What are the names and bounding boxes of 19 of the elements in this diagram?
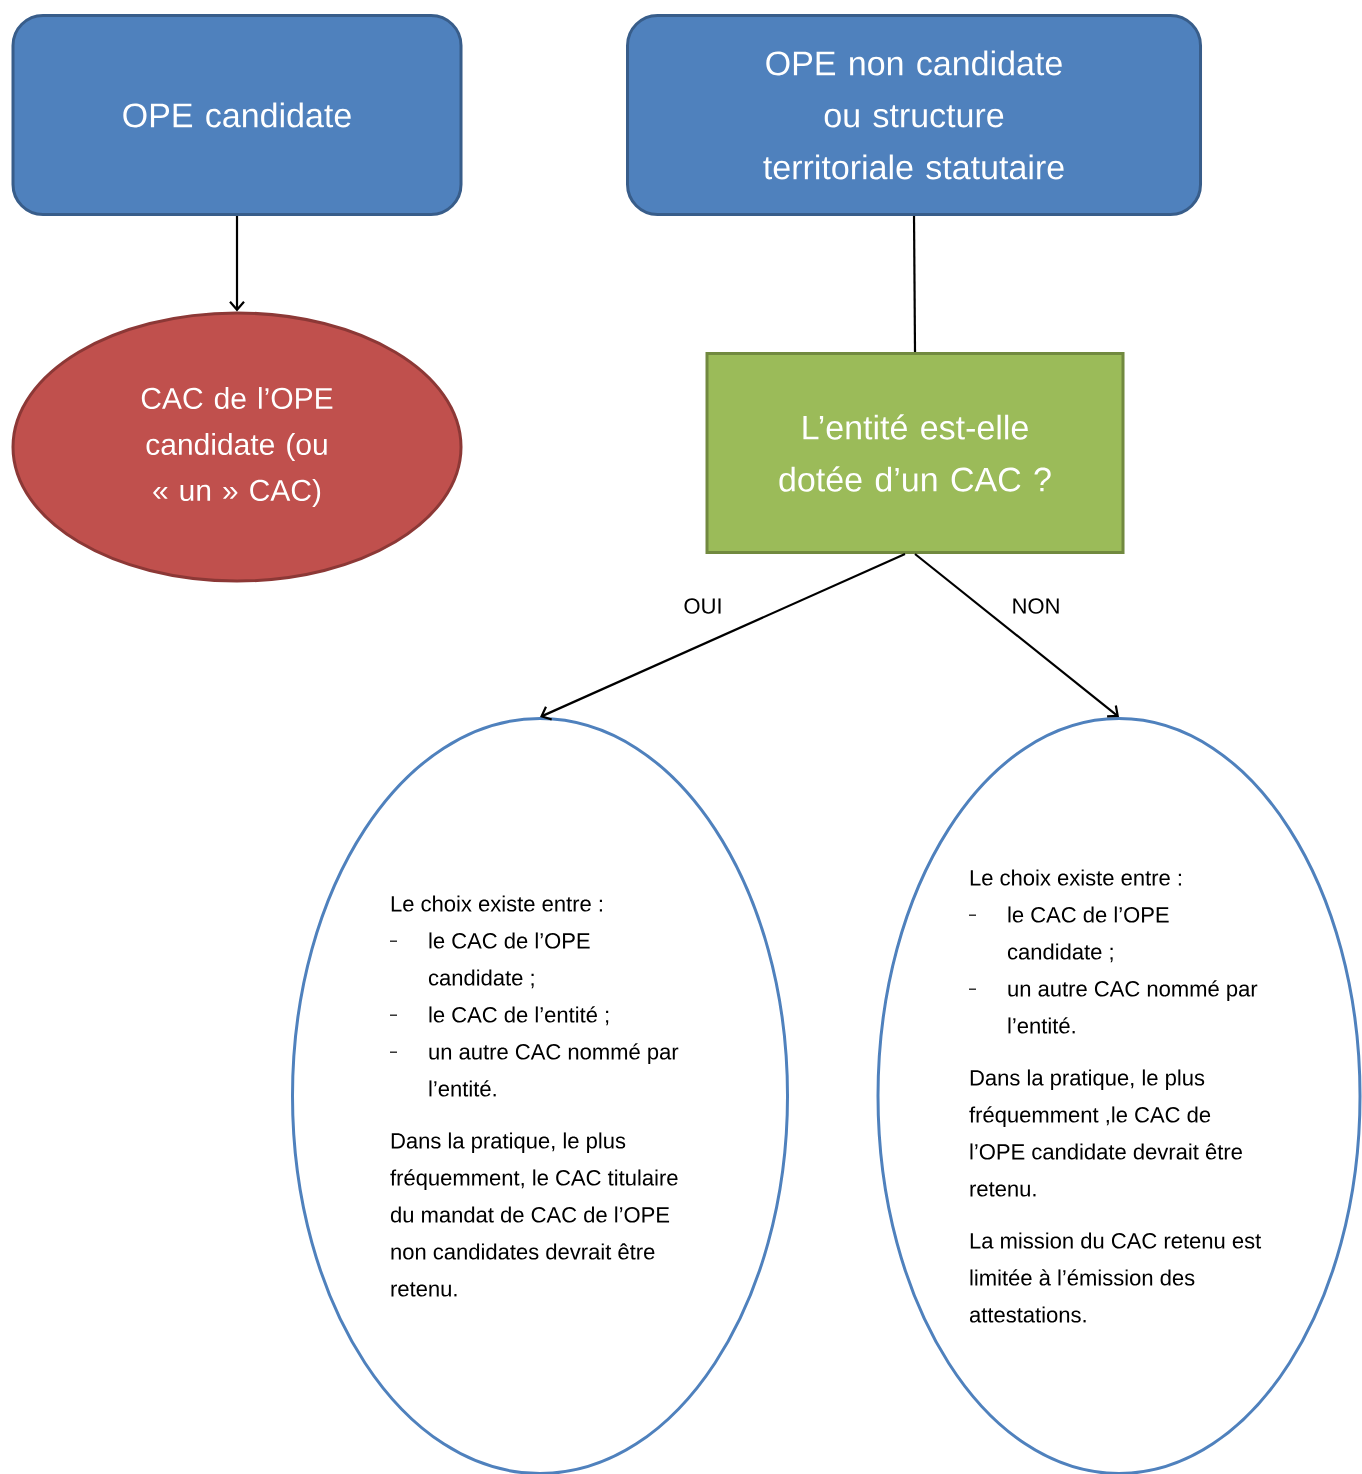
list-item: le CAC de l’OPE candidate ;: [1007, 906, 1169, 963]
edge-label: OUI: [681, 596, 725, 616]
question-box: L’entité est-elle dotée d’un CAC ?: [705, 352, 1125, 554]
list-item: un autre CAC nommé par l’entité.: [429, 1043, 679, 1097]
list-item: le CAC de l’entité ;: [429, 1006, 609, 1026]
arrow: [914, 553, 1119, 718]
edge-label: NON: [1009, 596, 1063, 616]
arrow: [540, 553, 906, 721]
paragraph-text: La mission du CAC retenu est limitée à l’émission des attestations.: [969, 1232, 1262, 1323]
list-item: un autre CAC nommé par l’entité.: [1008, 980, 1258, 1034]
connector-line: [912, 216, 917, 352]
arrow: [229, 216, 245, 312]
paragraph-text: Le choix existe entre :: [391, 895, 602, 912]
paragraph-text: Dans la pratique, le plus fréquemment ,le CAC de l’OPE candidate devrait être retenu.: [969, 1069, 1242, 1197]
list-item: le CAC de l’OPE candidate ;: [428, 932, 590, 989]
rounded-box: OPE non candidate ou structure territoriale statutaire: [626, 14, 1202, 216]
paragraph-text: Le choix existe entre :: [970, 869, 1181, 886]
rounded-box: OPE candidate: [11, 14, 463, 216]
paragraph-text: Dans la pratique, le plus fréquemment, le CAC titulaire du mandat de CAC de l’OPE non candidates devrait être retenu.: [390, 1132, 678, 1297]
